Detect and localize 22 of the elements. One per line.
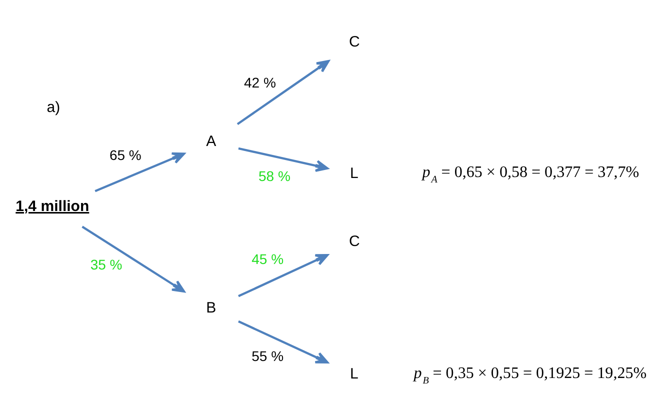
edge-label: 65 % — [109, 147, 142, 164]
edge-label: 55 % — [252, 348, 284, 364]
edge-label: 58 % — [258, 168, 290, 184]
label: a) — [46, 98, 60, 116]
node-label: p$_{B}$ = 0,35 × 0,55 = 0,1925 = 19,25% — [414, 364, 647, 386]
node-label: p$_{A}$ = 0,65 × 0,58 = 0,377 = 37,7% — [422, 164, 640, 186]
arrow — [238, 320, 328, 364]
node-text: L — [350, 365, 358, 382]
arrow — [238, 254, 328, 298]
node-text: A — [206, 132, 216, 150]
arrow — [94, 152, 186, 192]
edge-label: 42 % — [244, 74, 276, 91]
node-text: C — [349, 34, 360, 51]
edge-label: 35 % — [90, 256, 122, 273]
edge-label: 45 % — [252, 251, 284, 268]
arrow — [238, 147, 328, 172]
node-text: 1,4 million — [16, 198, 90, 216]
node-text: B — [206, 299, 216, 316]
arrow — [236, 60, 330, 126]
arrow — [82, 226, 186, 293]
node-text: C — [349, 233, 360, 250]
node-text: L — [350, 164, 358, 182]
